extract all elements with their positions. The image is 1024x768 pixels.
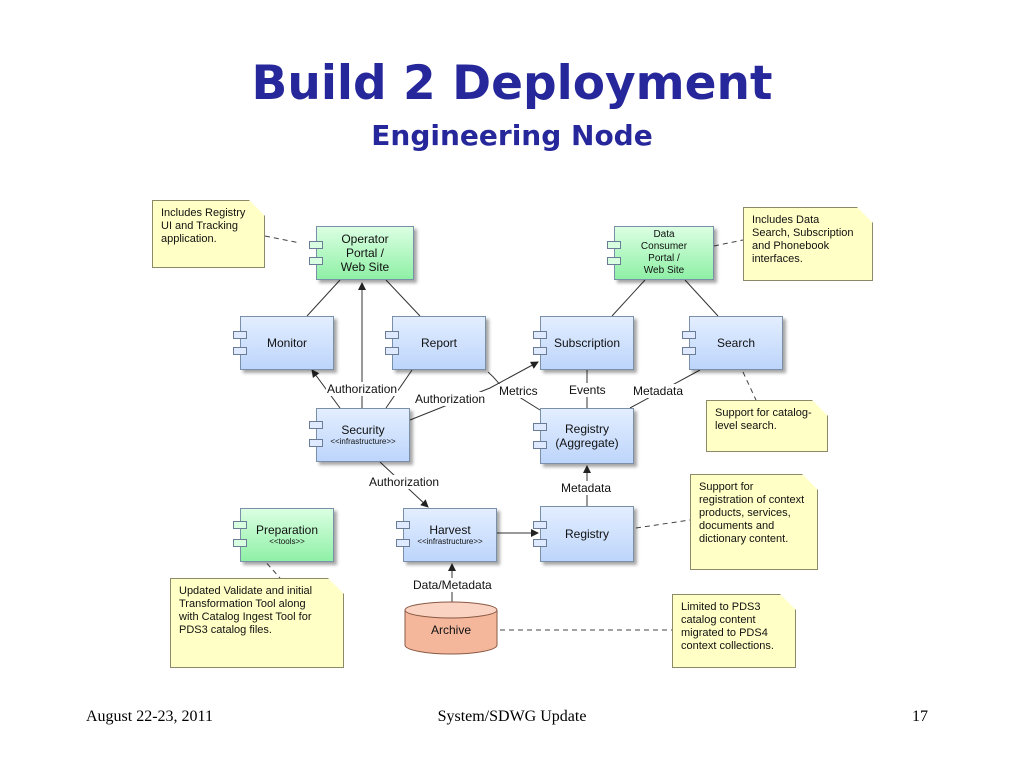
edge-label-data-metadata: Data/Metadata: [412, 578, 493, 592]
note-archive-line4: context collections.: [681, 640, 774, 652]
note-link-search: [742, 371, 757, 401]
edge-label-metadata-registry: Metadata: [560, 481, 613, 495]
edge-label-events: Events: [568, 383, 607, 397]
report-component[interactable]: Report: [385, 316, 486, 370]
monitor-label: Monitor: [266, 336, 307, 350]
preparation-component[interactable]: Preparation <<tools>>: [233, 508, 334, 562]
note-link-registry: [635, 519, 691, 529]
registry-component[interactable]: Registry: [533, 506, 634, 562]
note-link-preparation: [254, 549, 281, 579]
note-operator-line2: UI and Tracking: [161, 220, 239, 232]
preparation-label: Preparation: [255, 523, 319, 537]
slide-subtitle: Engineering Node: [371, 119, 653, 152]
edge-label-authorization-harvest: Authorization: [368, 475, 441, 489]
footer-center: System/SDWG Update: [437, 708, 587, 725]
note-search-line1: Support for catalog-: [715, 407, 812, 419]
operator-portal-line1: Operator: [341, 232, 389, 246]
archive-label: Archive: [430, 623, 471, 637]
note-registry-line2: registration of context: [699, 494, 805, 506]
note-search: Support for catalog- level search.: [706, 400, 828, 452]
edge-consumer-search: [684, 279, 719, 317]
edge-label-metrics: Metrics: [498, 384, 539, 398]
archive-cylinder: [404, 601, 498, 655]
report-label: Report: [420, 336, 458, 350]
edge-operator-monitor: [306, 279, 341, 317]
note-registry-line3: products, services,: [699, 507, 791, 519]
operator-portal-component[interactable]: Operator Portal / Web Site: [309, 226, 414, 280]
registry-aggregate-line2: (Aggregate): [555, 436, 619, 450]
note-registry-line4: documents and: [699, 520, 775, 532]
subscription-component[interactable]: Subscription: [533, 316, 634, 370]
note-consumer-line3: and Phonebook: [752, 240, 830, 252]
consumer-portal-line3: Portal /: [648, 253, 680, 264]
slide-title: Build 2 Deployment: [251, 56, 773, 111]
note-consumer-line2: Search, Subscription: [752, 227, 854, 239]
edge-label-authorization-left: Authorization: [326, 382, 399, 396]
edge-label-metadata-search: Metadata: [632, 384, 685, 398]
search-label: Search: [716, 336, 756, 350]
note-registry: Support for registration of context prod…: [690, 474, 818, 570]
note-preparation-line1: Updated Validate and initial: [179, 585, 313, 597]
note-archive-line3: migrated to PDS4: [681, 627, 768, 639]
operator-portal-line2: Portal /: [345, 246, 384, 260]
edge-security-report: [385, 369, 413, 409]
edge-operator-report: [385, 279, 421, 317]
note-search-line2: level search.: [715, 420, 777, 432]
monitor-component[interactable]: Monitor: [233, 316, 334, 370]
note-link-operator: [264, 235, 301, 244]
note-operator: Includes Registry UI and Tracking applic…: [152, 200, 265, 268]
note-preparation-line3: with Catalog Ingest Tool for: [179, 611, 312, 623]
footer-date: August 22-23, 2011: [86, 708, 213, 725]
note-archive-line2: catalog content: [681, 614, 756, 626]
registry-aggregate-component[interactable]: Registry (Aggregate): [533, 408, 634, 464]
note-preparation-line2: Transformation Tool along: [179, 598, 306, 610]
note-preparation: Updated Validate and initial Transformat…: [170, 578, 344, 668]
edge-consumer-subscription: [611, 279, 646, 317]
preparation-stereotype: <<tools>>: [269, 537, 305, 546]
page-number: 17: [912, 708, 928, 725]
note-link-consumer: [713, 239, 744, 247]
registry-aggregate-line1: Registry: [564, 422, 609, 436]
security-component[interactable]: Security <<infrastructure>>: [309, 408, 410, 462]
note-consumer-line1: Includes Data: [752, 214, 820, 226]
consumer-portal-line2: Consumer: [640, 241, 688, 252]
note-operator-line3: application.: [161, 233, 217, 245]
consumer-portal-line1: Data: [653, 229, 675, 240]
note-registry-line5: dictionary content.: [699, 533, 789, 545]
subscription-label: Subscription: [553, 336, 621, 350]
edge-security-subscription: [409, 361, 539, 421]
note-archive-line1: Limited to PDS3: [681, 601, 761, 613]
operator-portal-line3: Web Site: [340, 260, 390, 274]
note-consumer: Includes Data Search, Subscription and P…: [743, 207, 873, 281]
security-stereotype: <<infrastructure>>: [330, 437, 396, 446]
note-registry-line1: Support for: [699, 481, 754, 493]
note-operator-line1: Includes Registry: [161, 207, 246, 219]
edge-label-authorization-right: Authorization: [414, 392, 487, 406]
data-consumer-portal-component[interactable]: Data Consumer Portal / Web Site: [607, 226, 714, 280]
note-archive: Limited to PDS3 catalog content migrated…: [672, 594, 796, 668]
registry-label: Registry: [564, 527, 609, 541]
note-preparation-line4: PDS3 catalog files.: [179, 624, 272, 636]
harvest-component[interactable]: Harvest <<infrastructure>>: [396, 508, 497, 562]
harvest-label: Harvest: [429, 523, 471, 537]
note-consumer-line4: interfaces.: [752, 253, 803, 265]
consumer-portal-line4: Web Site: [643, 265, 685, 276]
search-component[interactable]: Search: [682, 316, 783, 370]
security-label: Security: [341, 423, 385, 437]
harvest-stereotype: <<infrastructure>>: [417, 537, 483, 546]
